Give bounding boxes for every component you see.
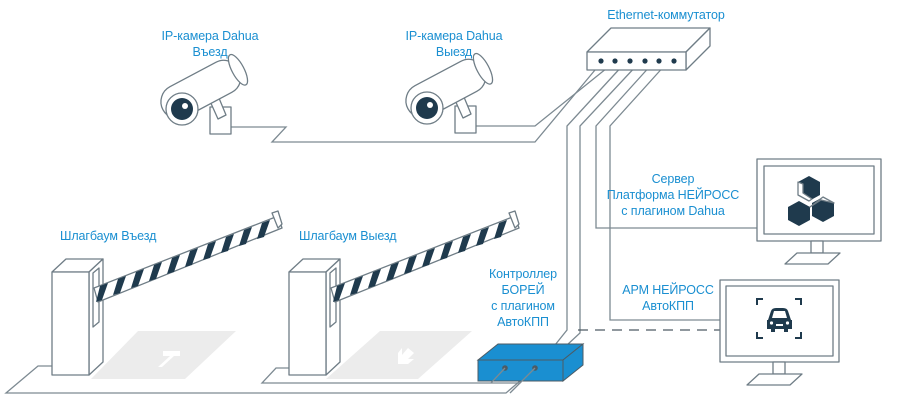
cable-camera-exit (476, 63, 613, 127)
cable-switch-controller (554, 63, 625, 346)
camera-exit-icon (405, 52, 494, 134)
cable-switch-controller-2 (566, 63, 639, 346)
label-camera-entry: IP-камера Dahua Въезд (161, 29, 259, 59)
cabling (4, 63, 758, 394)
cable-controller-entry (509, 367, 536, 394)
cable-camera-entry (231, 63, 601, 143)
barrier-entry-icon (51, 210, 283, 376)
car-icon (767, 308, 792, 332)
label-controller: Контроллер БОРЕЙ с плагином АвтоКПП (489, 267, 557, 329)
ethernet-switch-icon (586, 27, 711, 71)
label-server: Сервер Платформа НЕЙРОСС с плагином Dahu… (606, 172, 740, 218)
label-camera-exit: IP-камера Dahua Выезд (405, 29, 503, 59)
server-monitor-icon (756, 158, 882, 265)
arrow-up-icon (158, 351, 180, 367)
arrow-down-icon (398, 348, 414, 364)
cable-controller-exit (490, 367, 506, 384)
cable-switch-server (595, 63, 758, 229)
camera-entry-icon (160, 53, 249, 135)
label-workstation: АРМ НЕЙРОСС АвтоКПП (622, 283, 714, 313)
barrier-arm (93, 210, 283, 303)
workstation-monitor-icon (719, 279, 840, 386)
label-barrier-entry: Шлагбаум Въезд (60, 229, 157, 243)
cable-switch-workstation (609, 63, 720, 321)
controller-box-icon (476, 342, 585, 383)
label-barrier-exit: Шлагбаум Выезд (299, 229, 397, 243)
label-switch: Ethernet-коммутатор (607, 8, 725, 22)
car-recognition-icon (756, 298, 802, 339)
cable-barrier-entry (4, 365, 521, 394)
barrier-exit-icon (288, 210, 520, 376)
cube-logo-icon (788, 176, 835, 226)
